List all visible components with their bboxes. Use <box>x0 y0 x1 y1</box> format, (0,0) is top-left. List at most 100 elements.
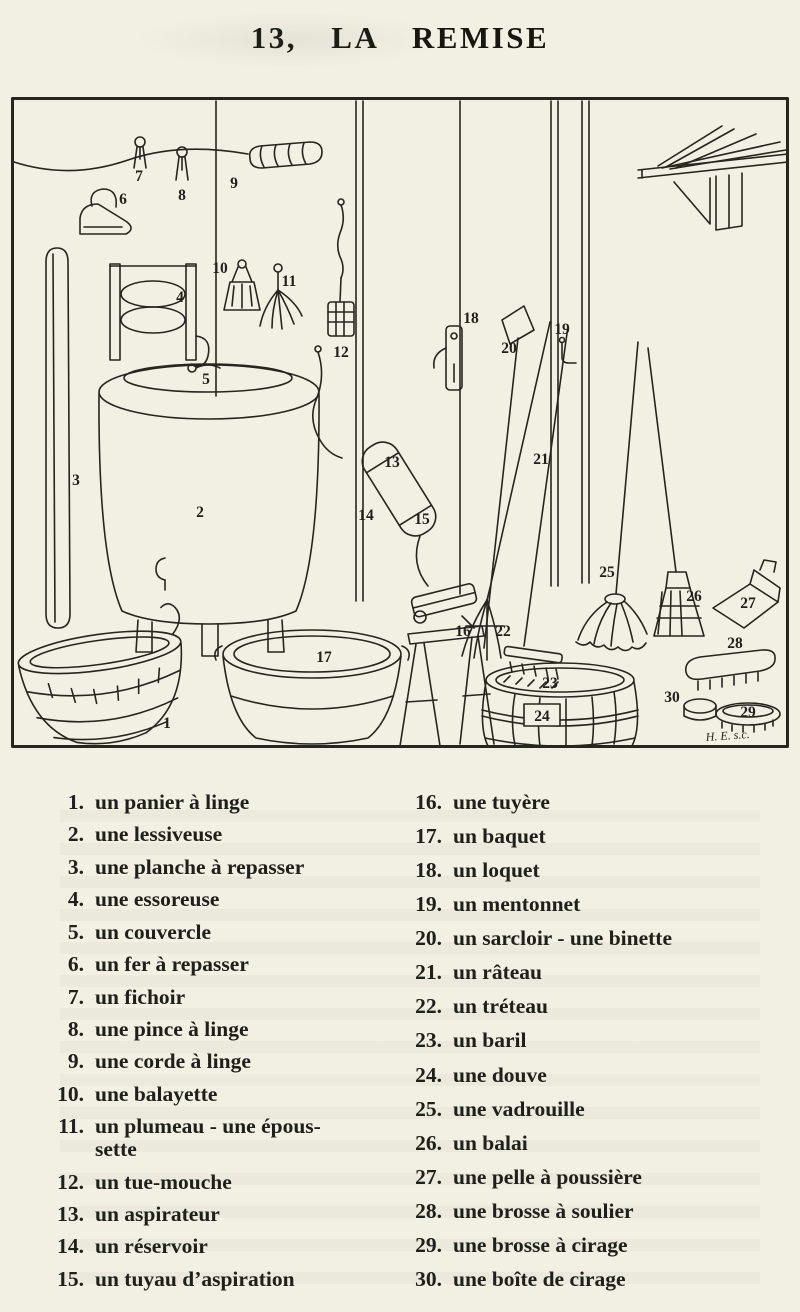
vocab-column-right: 16. une tuyère 17. un baquet 18. un loqu… <box>400 790 792 1291</box>
vocab-item-number: 9. <box>67 1049 84 1074</box>
vocab-item-number: 30. <box>415 1266 442 1291</box>
vocab-item-number: 22. <box>415 994 442 1019</box>
vocab-item: 23. un baril <box>408 1029 792 1052</box>
vocab-item: 5. un couvercle <box>50 920 400 944</box>
vocab-item-number: 12. <box>57 1169 84 1194</box>
vocab-item: 2. une lessiveuse <box>50 823 400 846</box>
vocab-item-number: 13. <box>57 1202 84 1227</box>
vocab-item-term: un tréteau <box>453 994 548 1019</box>
vocab-item-number: 7. <box>67 984 84 1009</box>
figure-label-26: 26 <box>686 588 702 605</box>
vocab-item-number: 15. <box>57 1266 84 1291</box>
vocab-item-term: une corde à linge <box>95 1049 251 1074</box>
vocab-item-term: un baril <box>453 1028 527 1053</box>
broom-drawing <box>647 347 705 637</box>
vocab-item: 19. un mentonnet <box>408 893 792 916</box>
vocab-item: 21. un râteau <box>408 961 792 984</box>
rake-drawing <box>503 325 569 689</box>
door-latch-drawing <box>432 325 463 391</box>
figure-label-20: 20 <box>501 340 517 357</box>
vocab-item: 20. un sarcloir - une binette <box>408 927 792 950</box>
vocab-item: 26. un balai <box>408 1130 792 1155</box>
vocab-item-term: un tuyau d’aspiration <box>95 1266 295 1291</box>
vocab-item: 16. une tuyère <box>408 790 792 814</box>
vocab-item-number: 29. <box>415 1232 442 1257</box>
vocab-item-number: 17. <box>415 824 442 849</box>
vocab-item-number: 14. <box>57 1234 84 1259</box>
figure-label-9: 9 <box>230 175 238 192</box>
figure-label-30: 30 <box>664 689 680 706</box>
figure-label-16: 16 <box>455 623 471 640</box>
vocab-item-number: 25. <box>415 1096 442 1121</box>
artist-signature: H. E. s.c. <box>704 727 750 744</box>
figure-label-4: 4 <box>176 289 184 306</box>
vocab-item: 12. un tue-mouche <box>50 1169 400 1194</box>
shoe-brush-drawing <box>684 649 776 691</box>
vocab-item-term: une tuyère <box>453 790 550 814</box>
latch-catch-drawing <box>558 336 577 364</box>
vocab-item: 1. un panier à linge <box>50 790 400 814</box>
figure-label-27: 27 <box>740 595 756 612</box>
vocab-item-number: 18. <box>415 858 442 883</box>
vocab-item-term: une pince à linge <box>95 1016 249 1041</box>
vocab-item-term: un balai <box>453 1130 528 1155</box>
wash-boiler-drawing <box>98 363 320 657</box>
vocab-item: 30. une boîte de cirage <box>408 1266 792 1291</box>
vocab-column-left: 1. un panier à linge 2. une lessiveuse 3… <box>50 790 400 1291</box>
fly-swatter-drawing <box>327 198 355 337</box>
wall-shelf-drawing <box>637 125 789 231</box>
vacuum-cleaner-drawing <box>312 345 478 629</box>
vocab-item-term: un tue-mouche <box>95 1169 232 1194</box>
vocab-item: 6. un fer à repasser <box>50 953 400 976</box>
vocab-item-term: un sarcloir - une binette <box>453 926 672 951</box>
vocab-item-number: 4. <box>67 887 84 912</box>
tub-drawing <box>214 629 410 745</box>
vocab-item-term: un panier à linge <box>95 790 250 814</box>
vocab-item-number: 3. <box>67 854 84 879</box>
figure-label-25: 25 <box>599 564 615 581</box>
figure-label-10: 10 <box>212 260 228 277</box>
vocab-item: 29. une brosse à cirage <box>408 1232 792 1257</box>
hand-brush-drawing <box>223 259 261 311</box>
hoe-drawing <box>483 305 535 649</box>
vocab-item: 8. une pince à linge <box>50 1016 400 1041</box>
figure-label-1: 1 <box>163 715 171 732</box>
vocab-item: 28. une brosse à soulier <box>408 1198 792 1223</box>
barrel-drawing <box>481 662 639 747</box>
illustration-plate: 1 2 3 4 5 6 7 8 9 10 11 12 13 14 15 16 1… <box>10 96 790 749</box>
figure-label-13: 13 <box>384 454 400 471</box>
vocab-item-term: un mentonnet <box>453 892 581 917</box>
polish-tin-drawing <box>683 698 717 721</box>
vocab-item-term: un loquet <box>453 858 540 883</box>
figure-label-2: 2 <box>196 504 204 521</box>
vocab-item-term: un plumeau - une épous- sette <box>95 1114 321 1162</box>
figure-label-12: 12 <box>333 344 349 361</box>
vocab-item-number: 2. <box>67 822 84 847</box>
vocab-item: 14. un réservoir <box>50 1235 400 1258</box>
vocab-item-term: un baquet <box>453 824 546 849</box>
vocab-item: 27. une pelle à poussière <box>408 1164 792 1189</box>
vocab-item-number: 6. <box>67 952 84 977</box>
ironing-board-drawing <box>45 247 71 629</box>
figure-label-28: 28 <box>727 635 743 652</box>
vocab-item-term: une boîte de cirage <box>453 1266 626 1291</box>
vocab-item: 13. un aspirateur <box>50 1203 400 1226</box>
vocab-item-term: une vadrouille <box>453 1096 585 1121</box>
mop-drawing <box>575 341 648 652</box>
vocab-item: 4. une essoreuse <box>50 888 400 911</box>
vocab-item-term: une brosse à soulier <box>453 1198 634 1223</box>
figure-label-8: 8 <box>178 187 186 204</box>
iron-drawing <box>79 188 132 235</box>
vocab-item: 15. un tuyau d’aspiration <box>50 1266 400 1291</box>
vocab-list: 1. un panier à linge 2. une lessiveuse 3… <box>0 790 800 1291</box>
trestle-drawing <box>399 625 495 747</box>
vocab-item-term: une planche à repasser <box>95 854 305 879</box>
vocab-item: 7. un fichoir <box>50 984 400 1009</box>
vocab-item: 18. un loquet <box>408 859 792 882</box>
figure-label-6: 6 <box>119 191 127 208</box>
vocab-item-term: un aspirateur <box>95 1202 220 1227</box>
vocab-item-number: 26. <box>415 1130 442 1155</box>
vocab-item-number: 10. <box>57 1081 84 1106</box>
vocab-item-term: un réservoir <box>95 1234 208 1259</box>
vocab-item-number: 27. <box>415 1164 442 1189</box>
